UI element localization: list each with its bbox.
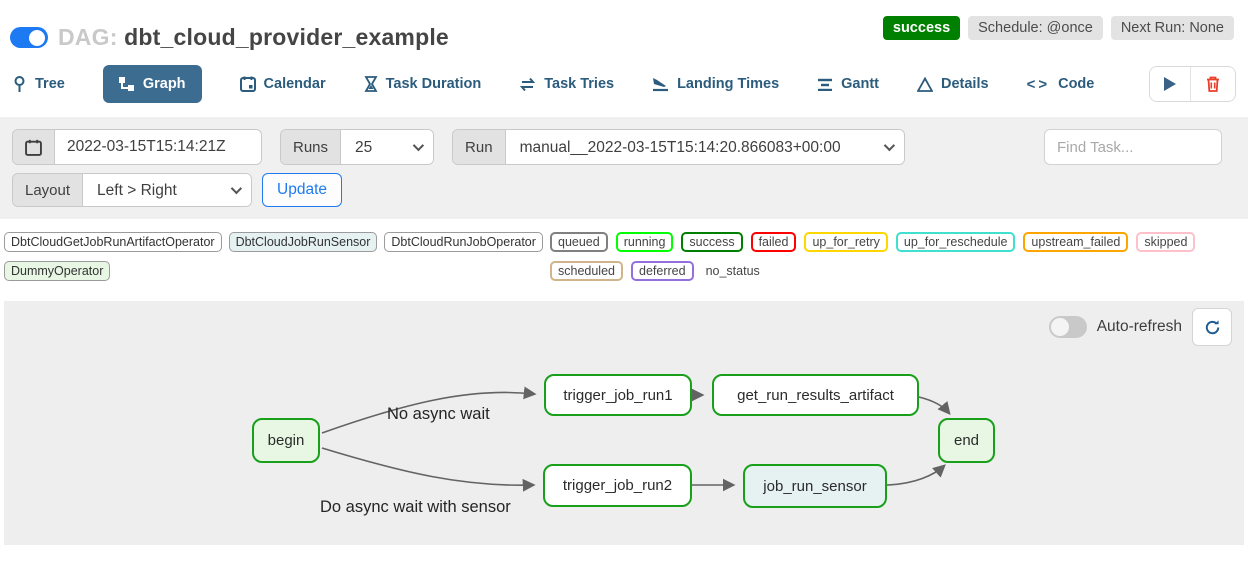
- operator-badge: DbtCloudJobRunSensor: [228, 232, 378, 252]
- dag-prefix-label: DAG:: [58, 24, 118, 50]
- tab-label: Tree: [35, 76, 65, 92]
- dag-edges: [321, 386, 951, 492]
- tab-calendar[interactable]: Calendar: [239, 76, 326, 92]
- layout-group: Layout Left > Right: [12, 173, 253, 207]
- dag-status-badge: success: [882, 16, 961, 40]
- status-badge[interactable]: running: [615, 232, 674, 252]
- dag-header: DAG: dbt_cloud_provider_example success …: [0, 0, 1248, 51]
- status-badge[interactable]: upstream_failed: [1023, 232, 1129, 252]
- tab-landing-times[interactable]: Landing Times: [652, 76, 779, 92]
- edge-label-no-async: No async wait: [387, 405, 490, 423]
- schedule-badge: Schedule: @once: [968, 16, 1103, 40]
- run-label: Run: [453, 130, 506, 164]
- task-node-trigger-job-run1[interactable]: trigger_job_run1: [544, 374, 692, 416]
- tab-label: Gantt: [841, 76, 879, 92]
- code-icon: <>: [1026, 75, 1051, 93]
- operator-badge: DbtCloudRunJobOperator: [384, 232, 543, 252]
- tab-task-duration[interactable]: Task Duration: [364, 76, 482, 92]
- page-title: DAG: dbt_cloud_provider_example: [58, 24, 449, 51]
- graph-icon: [118, 76, 134, 91]
- repeat-icon: [520, 77, 536, 91]
- refresh-button[interactable]: [1192, 308, 1232, 346]
- delete-dag-button[interactable]: [1190, 67, 1235, 101]
- status-badge[interactable]: success: [681, 232, 743, 252]
- tab-label: Task Tries: [544, 76, 615, 92]
- base-date-input[interactable]: [55, 130, 261, 164]
- task-node-job-run-sensor[interactable]: job_run_sensor: [743, 464, 887, 508]
- status-badge[interactable]: queued: [550, 232, 608, 252]
- plane-landing-icon: [653, 78, 669, 92]
- status-legend: queued running success failed up_for_ret…: [550, 232, 1244, 281]
- task-node-end[interactable]: end: [938, 418, 995, 463]
- tab-tree[interactable]: Tree: [12, 75, 65, 93]
- run-select-wrap: manual__2022-03-15T15:14:20.866083+00:00: [505, 130, 904, 164]
- refresh-icon: [1205, 319, 1219, 334]
- filter-panel: Runs 25 Run manual__2022-03-15T15:14:20.…: [0, 117, 1248, 219]
- view-tabbar: Tree Graph Calendar Task Duration Task T…: [0, 51, 1248, 103]
- tab-task-tries[interactable]: Task Tries: [519, 76, 614, 92]
- status-badge[interactable]: scheduled: [550, 261, 623, 281]
- tab-graph[interactable]: Graph: [102, 65, 202, 103]
- calendar-addon[interactable]: [13, 130, 55, 164]
- num-runs-group: Runs 25: [280, 129, 435, 165]
- task-node-get-run-results-artifact[interactable]: get_run_results_artifact: [712, 374, 919, 416]
- dag-graph-panel: Auto-refresh No async wait Do async wait…: [4, 301, 1244, 545]
- tab-gantt[interactable]: Gantt: [817, 76, 879, 92]
- find-task-input[interactable]: [1044, 129, 1222, 165]
- toggle-knob: [1050, 318, 1069, 336]
- layout-select-wrap: Left > Right: [83, 174, 252, 206]
- status-badge[interactable]: skipped: [1136, 232, 1196, 252]
- run-group: Run manual__2022-03-15T15:14:20.866083+0…: [452, 129, 905, 165]
- task-node-begin[interactable]: begin: [252, 418, 320, 463]
- operator-legend: DbtCloudGetJobRunArtifactOperator DbtClo…: [4, 232, 550, 281]
- tab-label: Landing Times: [677, 76, 780, 92]
- dag-name: dbt_cloud_provider_example: [124, 24, 449, 50]
- runs-select-wrap: 25: [341, 130, 434, 164]
- toggle-knob: [29, 29, 45, 46]
- calendar-icon: [239, 76, 256, 92]
- chevron-down-icon: [412, 139, 425, 152]
- auto-refresh-toggle[interactable]: [1048, 316, 1087, 338]
- status-badge[interactable]: deferred: [631, 261, 694, 281]
- status-badge[interactable]: up_for_reschedule: [895, 232, 1016, 252]
- tab-label: Code: [1058, 76, 1095, 92]
- tab-label: Details: [941, 76, 989, 92]
- tab-label: Calendar: [263, 76, 326, 92]
- run-select[interactable]: manual__2022-03-15T15:14:20.866083+00:00: [505, 130, 904, 164]
- tab-label: Graph: [142, 76, 186, 92]
- runs-label: Runs: [281, 130, 342, 164]
- trash-icon: [1207, 76, 1219, 92]
- status-badge[interactable]: up_for_retry: [804, 232, 888, 252]
- dag-actions: [1149, 66, 1236, 102]
- details-triangle-icon: [917, 76, 933, 92]
- tab-details[interactable]: Details: [917, 76, 989, 92]
- calendar-icon: [25, 139, 42, 156]
- tab-code[interactable]: <> Code: [1027, 76, 1095, 93]
- edge-label-async-sensor: Do async wait with sensor: [320, 498, 511, 516]
- layout-label: Layout: [13, 174, 84, 206]
- legend: DbtCloudGetJobRunArtifactOperator DbtClo…: [0, 219, 1248, 291]
- base-date-group: [12, 129, 262, 165]
- tree-icon: [14, 75, 25, 92]
- runs-select[interactable]: 25: [341, 130, 404, 164]
- update-button[interactable]: Update: [262, 173, 343, 207]
- trigger-dag-button[interactable]: [1150, 67, 1190, 101]
- layout-select[interactable]: Left > Right: [83, 174, 208, 206]
- operator-badge: DummyOperator: [4, 261, 111, 281]
- tab-label: Task Duration: [385, 76, 482, 92]
- auto-refresh-label: Auto-refresh: [1096, 318, 1182, 335]
- dag-pause-toggle[interactable]: [10, 27, 48, 48]
- operator-badge: DbtCloudGetJobRunArtifactOperator: [4, 232, 222, 252]
- next-run-badge: Next Run: None: [1110, 16, 1234, 40]
- chevron-down-icon: [230, 182, 243, 195]
- play-icon: [1164, 77, 1176, 91]
- hourglass-icon: [364, 76, 378, 92]
- gantt-bars-icon: [818, 78, 833, 91]
- status-badge[interactable]: failed: [750, 232, 797, 252]
- task-node-trigger-job-run2[interactable]: trigger_job_run2: [543, 464, 692, 507]
- no-status-label: no_status: [705, 264, 760, 278]
